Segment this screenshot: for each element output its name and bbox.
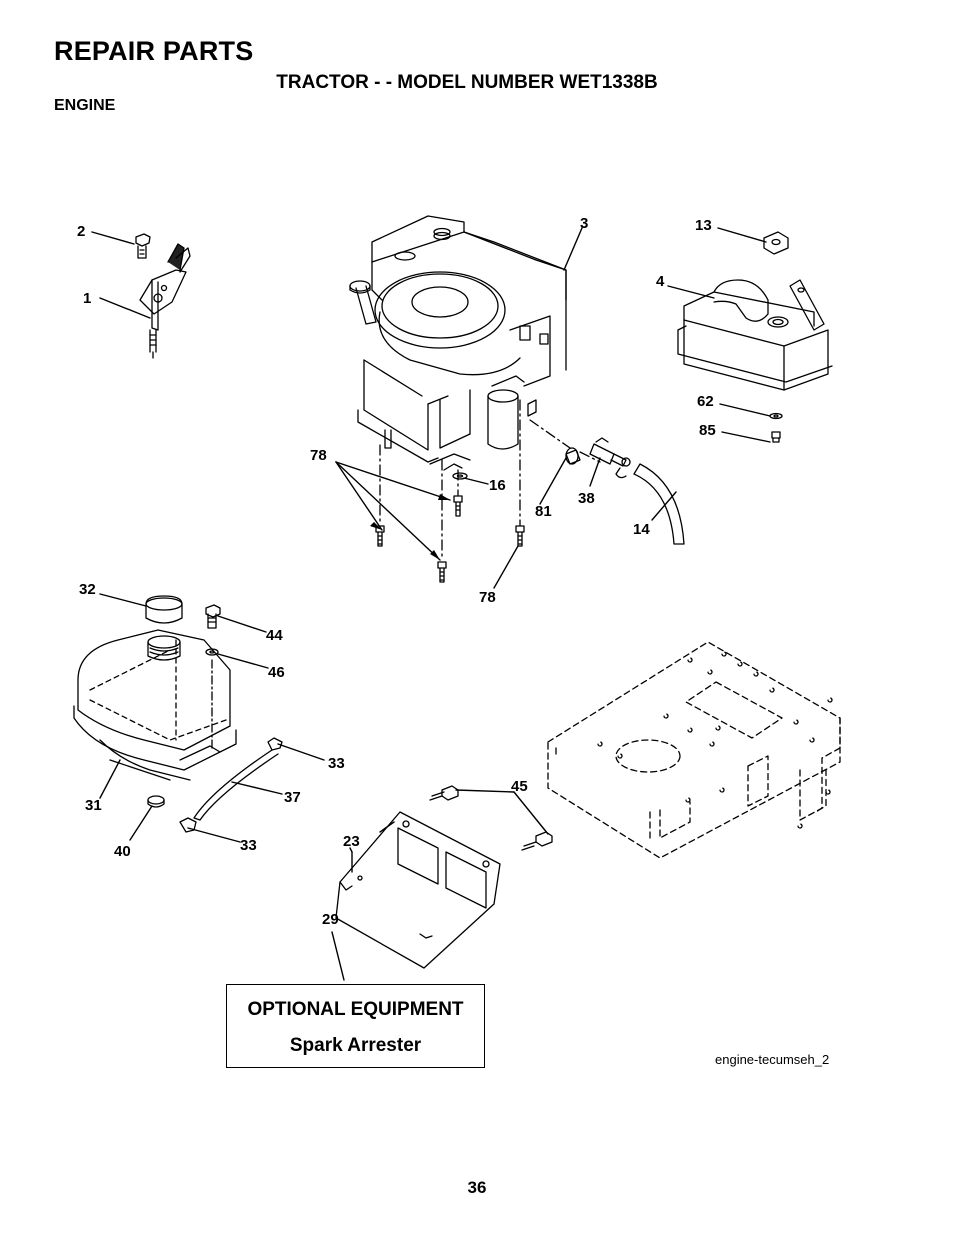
callout-81: 81 <box>535 503 552 520</box>
callout-37: 37 <box>284 789 301 806</box>
callout-85: 85 <box>699 422 716 439</box>
callout-44: 44 <box>266 627 283 644</box>
figure-id: engine-tecumseh_2 <box>715 1052 830 1067</box>
leader-arrowheads <box>370 494 450 560</box>
optional-equipment-title: OPTIONAL EQUIPMENT <box>247 999 464 1020</box>
callout-31: 31 <box>85 797 102 814</box>
muffler-assembly <box>677 231 833 443</box>
callout-14: 14 <box>633 521 650 538</box>
callout-46: 46 <box>268 664 285 681</box>
callout-45: 45 <box>511 778 528 795</box>
leader-lines <box>91 227 771 981</box>
fuel-fitting-parts <box>565 437 685 545</box>
callout-38: 38 <box>578 490 595 507</box>
callout-numbers: 2 1 3 13 4 62 85 78 16 81 38 14 78 32 44… <box>77 215 716 928</box>
spark-arrester-parts <box>335 785 553 969</box>
optional-equipment-box: OPTIONAL EQUIPMENT Spark Arrester <box>226 984 485 1068</box>
engine-assembly <box>349 215 567 471</box>
callout-78-bottom: 78 <box>479 589 496 606</box>
callout-32: 32 <box>79 581 96 598</box>
model-subtitle: TRACTOR - - MODEL NUMBER WET1338B <box>0 72 954 94</box>
callout-16: 16 <box>489 477 506 494</box>
model-subtitle-text: TRACTOR - - MODEL NUMBER WET1338B <box>276 72 658 93</box>
optional-equipment-item: Spark Arrester <box>289 1035 422 1056</box>
engine-mounting-bolts <box>375 472 525 583</box>
callout-23: 23 <box>343 833 360 850</box>
callout-78-top: 78 <box>310 447 327 464</box>
callout-29: 29 <box>322 911 339 928</box>
page-title: REPAIR PARTS <box>54 36 254 66</box>
section-label: ENGINE <box>54 97 116 114</box>
callout-40: 40 <box>114 843 131 860</box>
callout-33-lower: 33 <box>240 837 257 854</box>
callout-3: 3 <box>580 215 588 232</box>
fuel-tank-assembly <box>73 595 283 833</box>
page-number: 36 <box>467 1178 487 1197</box>
engine-bolt-axis-lines <box>379 399 601 561</box>
callout-2: 2 <box>77 223 85 240</box>
callout-62: 62 <box>697 393 714 410</box>
tractor-frame-reference <box>547 641 841 859</box>
callout-13: 13 <box>695 217 712 234</box>
throttle-control <box>135 233 191 359</box>
callout-4: 4 <box>656 273 665 290</box>
callout-1: 1 <box>83 290 91 307</box>
callout-33-upper: 33 <box>328 755 345 772</box>
